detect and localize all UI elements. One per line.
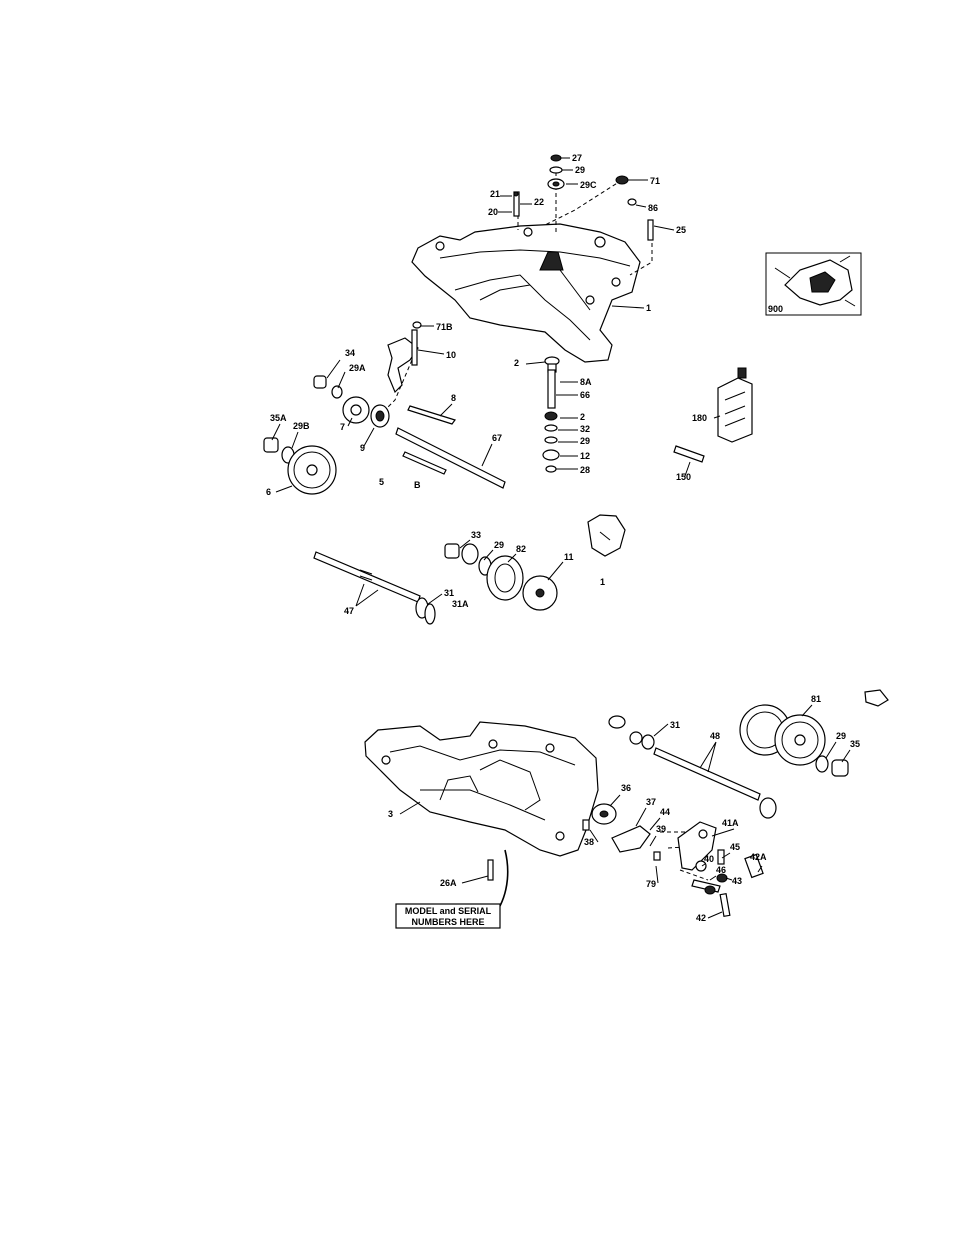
- housing-cover-part: [412, 224, 640, 362]
- label-10: 10: [446, 350, 456, 360]
- label-20: 20: [488, 207, 498, 217]
- label-150: 150: [676, 472, 691, 482]
- label-31: 31: [444, 588, 454, 598]
- label-32: 32: [580, 424, 590, 434]
- label-35A: 35A: [270, 413, 287, 423]
- label-25: 25: [676, 225, 686, 235]
- label-1-mid: 1: [600, 577, 605, 587]
- label-12: 12: [580, 451, 590, 461]
- model-serial-box: MODEL and SERIAL NUMBERS HERE: [396, 904, 500, 928]
- middle-assembly: 33 29 82 11 1 31 31A 47: [314, 515, 625, 624]
- label-71B: 71B: [436, 322, 453, 332]
- label-22: 22: [534, 197, 544, 207]
- lower-housing-part: [365, 722, 598, 856]
- label-33: 33: [471, 530, 481, 540]
- label-43: 43: [732, 876, 742, 886]
- label-B: B: [414, 480, 421, 490]
- label-42: 42: [696, 913, 706, 923]
- label-28: 28: [580, 465, 590, 475]
- gear-6: [288, 446, 336, 494]
- label-42A: 42A: [750, 852, 767, 862]
- label-82: 82: [516, 544, 526, 554]
- label-29B: 29B: [293, 421, 310, 431]
- label-34: 34: [345, 348, 355, 358]
- label-71: 71: [650, 176, 660, 186]
- gear-7: [343, 397, 369, 423]
- label-21: 21: [490, 189, 500, 199]
- label-41A: 41A: [722, 818, 739, 828]
- label-66: 66: [580, 390, 590, 400]
- label-29-top: 29: [575, 165, 585, 175]
- label-8: 8: [451, 393, 456, 403]
- label-29C: 29C: [580, 180, 597, 190]
- label-37: 37: [646, 797, 656, 807]
- label-2-low: 2: [580, 412, 585, 422]
- label-48: 48: [710, 731, 720, 741]
- label-46: 46: [716, 865, 726, 875]
- label-86: 86: [648, 203, 658, 213]
- model-box-line1: MODEL and SERIAL: [405, 906, 492, 916]
- gear-81-b: [775, 715, 825, 765]
- upper-assembly: 27 29 29C 71 21 22 20 86 25 1 900 71B 10…: [264, 153, 861, 497]
- label-67: 67: [492, 433, 502, 443]
- label-180: 180: [692, 413, 707, 423]
- model-box-line2: NUMBERS HERE: [411, 917, 484, 927]
- label-29-low: 29: [836, 731, 846, 741]
- label-79: 79: [646, 879, 656, 889]
- label-29A: 29A: [349, 363, 366, 373]
- label-6: 6: [266, 487, 271, 497]
- label-2-top: 2: [514, 358, 519, 368]
- label-81: 81: [811, 694, 821, 704]
- gear-11: [523, 576, 557, 610]
- label-36: 36: [621, 783, 631, 793]
- bevel-gear-82: [487, 556, 523, 600]
- label-8A: 8A: [580, 377, 592, 387]
- label-45: 45: [730, 842, 740, 852]
- oil-bottle: [718, 368, 752, 442]
- label-900: 900: [768, 304, 783, 314]
- label-7: 7: [340, 422, 345, 432]
- lower-assembly: MODEL and SERIAL NUMBERS HERE: [365, 690, 888, 928]
- label-47: 47: [344, 606, 354, 616]
- label-1: 1: [646, 303, 651, 313]
- label-26A: 26A: [440, 878, 457, 888]
- label-29-mid: 29: [580, 436, 590, 446]
- label-27: 27: [572, 153, 582, 163]
- label-29-mid-sec: 29: [494, 540, 504, 550]
- shift-fork-part: [385, 322, 421, 410]
- label-40: 40: [704, 854, 714, 864]
- label-35: 35: [850, 739, 860, 749]
- label-44: 44: [660, 807, 670, 817]
- label-38: 38: [584, 837, 594, 847]
- label-3: 3: [388, 809, 393, 819]
- label-31A: 31A: [452, 599, 469, 609]
- label-11: 11: [564, 552, 574, 562]
- label-39: 39: [656, 824, 666, 834]
- label-31-low: 31: [670, 720, 680, 730]
- label-5: 5: [379, 477, 384, 487]
